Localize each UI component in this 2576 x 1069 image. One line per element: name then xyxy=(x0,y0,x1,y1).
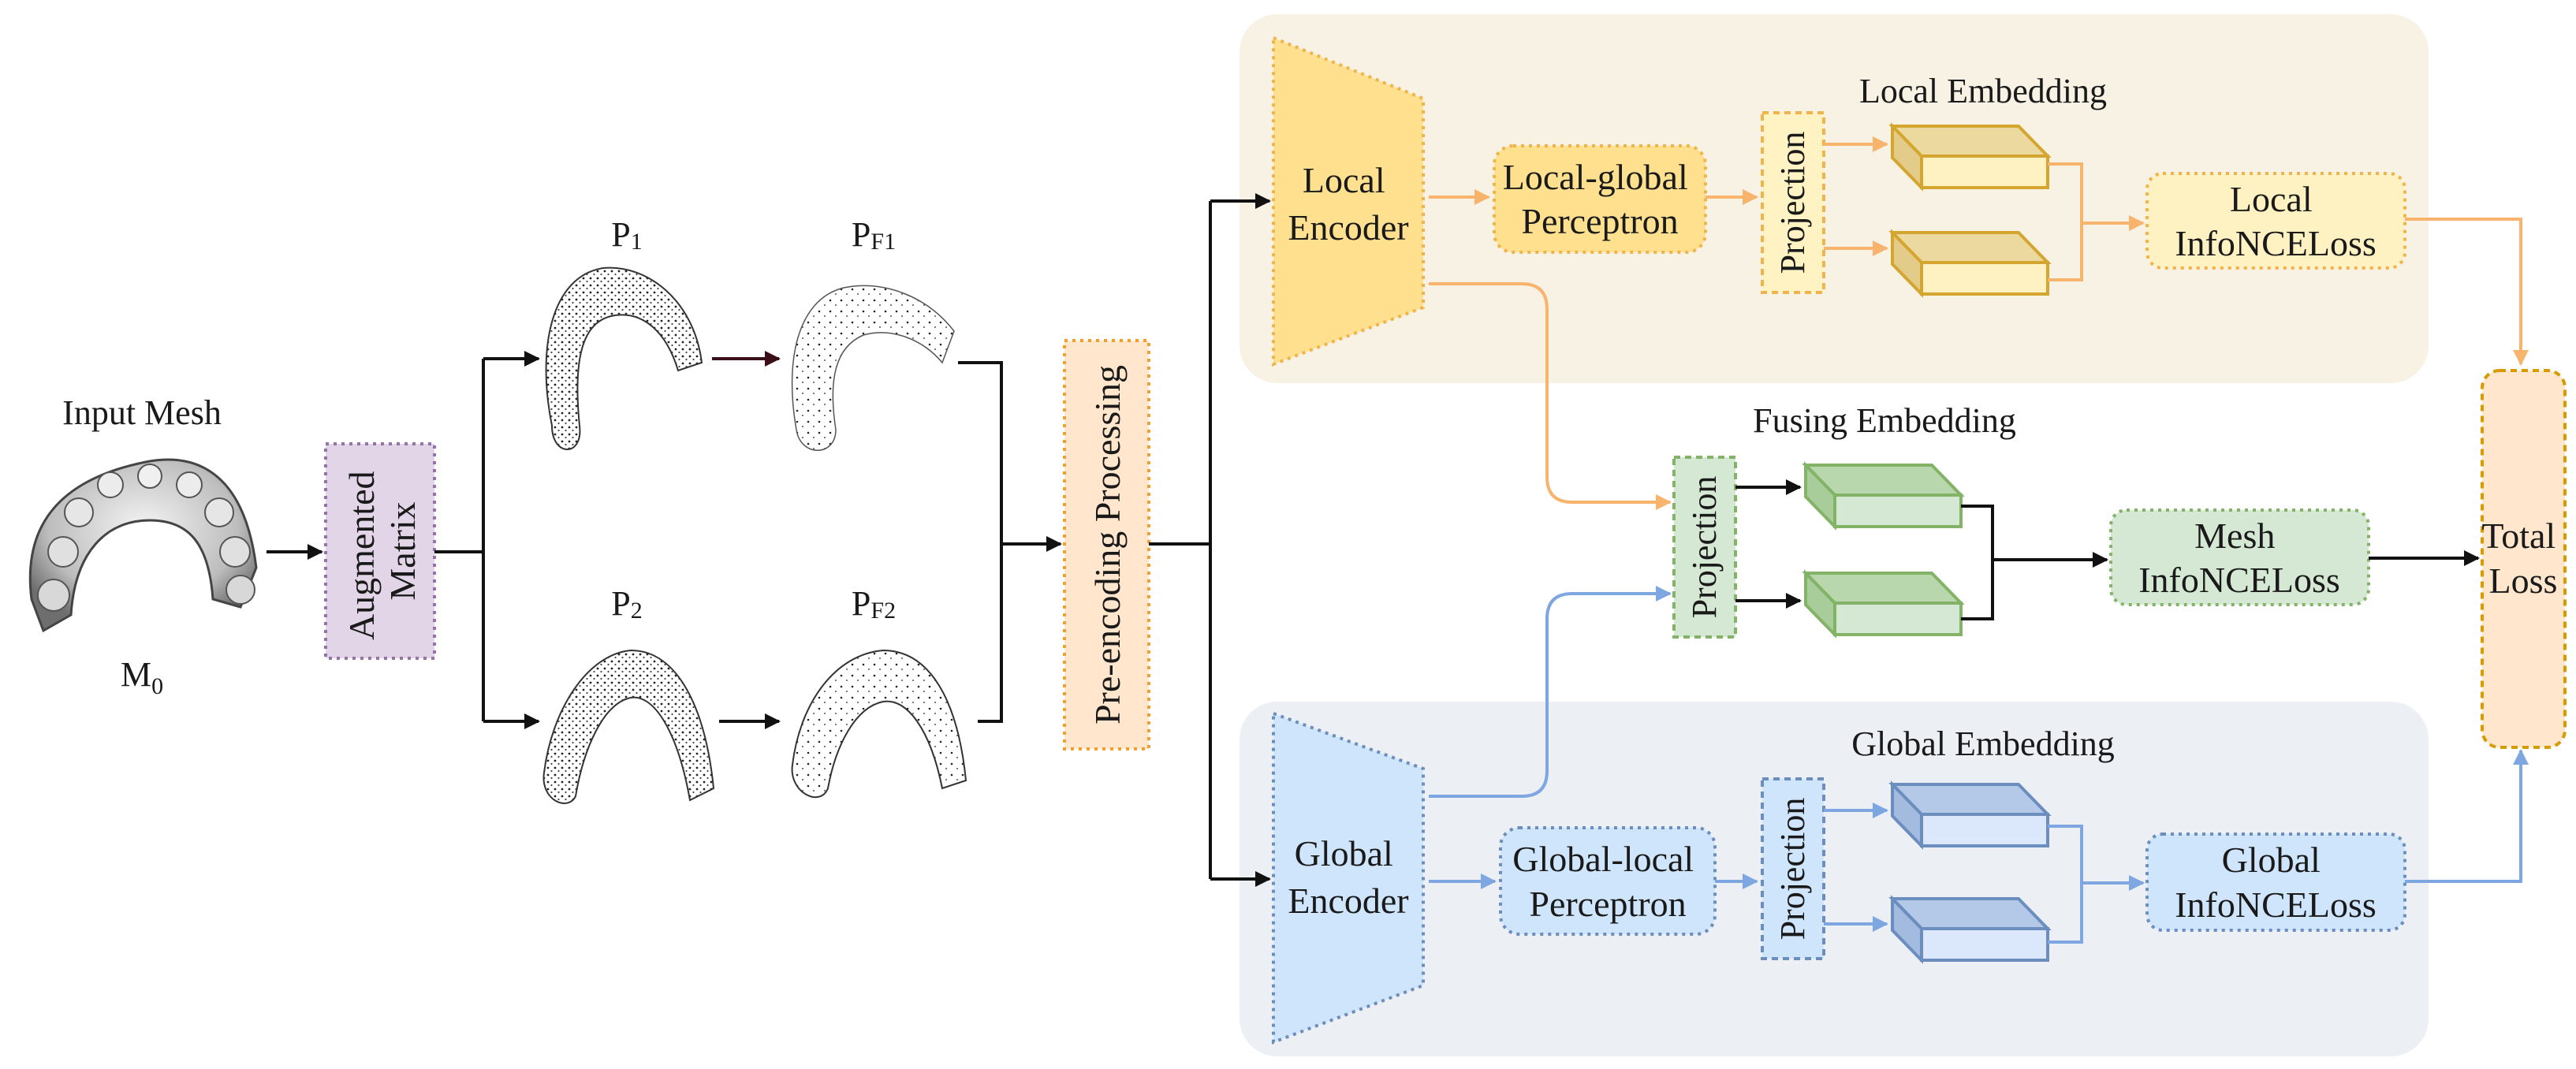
cuboid-icon xyxy=(1888,122,2052,192)
global-embedding-title: Global Embedding xyxy=(1851,724,2115,763)
global-perceptron-box xyxy=(1499,826,1717,936)
cuboid-icon xyxy=(1802,461,1965,531)
local-loss-box xyxy=(2145,172,2406,270)
local-perceptron-box xyxy=(1493,144,1707,254)
arrow-local-loss-to-total xyxy=(2405,218,2529,366)
global-encoder-label: Global Encoder xyxy=(1288,833,1408,921)
arrow-augment-split xyxy=(434,359,485,721)
local-encoder-shape xyxy=(1272,35,1425,367)
augmented-matrix-label: Augmented Matrix xyxy=(341,462,423,640)
point-cloud-icon xyxy=(545,266,703,450)
p1-label: P1 xyxy=(611,215,642,255)
global-projection-box xyxy=(1761,777,1825,960)
local-perceptron-label: Local-global Perceptron xyxy=(1503,157,1698,241)
cuboid-icon xyxy=(1888,780,2052,850)
fusing-projection-label: Projection xyxy=(1685,476,1724,619)
local-projection-label: Projection xyxy=(1773,132,1812,274)
global-branch-panel xyxy=(1240,702,2429,1056)
local-embedding-title: Local Embedding xyxy=(1859,72,2107,110)
augmented-matrix-box xyxy=(324,442,436,660)
local-branch-panel xyxy=(1240,14,2429,383)
global-projection-label: Projection xyxy=(1773,798,1812,940)
local-encoder-label: Local Encoder xyxy=(1288,160,1408,248)
fusing-embedding-title: Fusing Embedding xyxy=(1753,401,2016,440)
arrow-fusing-emb-merge xyxy=(1961,505,1994,620)
global-loss-box xyxy=(2145,832,2406,932)
preprocess-label: Pre-encoding Processing xyxy=(1087,365,1128,724)
total-loss-box xyxy=(2481,369,2567,749)
cuboid-icon xyxy=(1888,229,2052,298)
total-loss-label: Total Loss xyxy=(2481,516,2564,601)
p2-label: P2 xyxy=(611,584,642,624)
fusing-projection-box xyxy=(1672,456,1737,639)
input-mesh-title: Input Mesh xyxy=(62,393,222,432)
arrow-preprocess-split xyxy=(1149,201,1212,879)
cuboid-icon xyxy=(1888,895,2052,964)
global-loss-label: Global InfoNCELoss xyxy=(2175,840,2377,925)
pf2-label: PF2 xyxy=(852,584,896,624)
preprocess-box xyxy=(1063,339,1150,751)
arrow-views-merge xyxy=(958,361,1003,723)
local-projection-box xyxy=(1761,111,1825,294)
arrow-global-encoder-to-fusing xyxy=(1429,586,1672,798)
mesh-loss-label: Mesh InfoNCELoss xyxy=(2138,516,2340,600)
mesh-loss-box xyxy=(2109,508,2370,606)
global-encoder-shape xyxy=(1272,711,1425,1045)
pf1-label: PF1 xyxy=(852,215,896,255)
point-cloud-icon xyxy=(791,285,955,451)
mesh-icon xyxy=(28,458,258,633)
cuboid-icon xyxy=(1802,569,1965,639)
point-cloud-icon xyxy=(542,649,715,804)
point-cloud-icon xyxy=(791,649,967,799)
arrow-local-encoder-to-fusing xyxy=(1429,282,1672,510)
arrow-global-loss-to-total xyxy=(2405,749,2529,883)
local-loss-label: Local InfoNCELoss xyxy=(2175,179,2377,263)
global-perceptron-label: Global-local Perceptron xyxy=(1512,839,1702,924)
input-mesh-label: M0 xyxy=(121,655,163,699)
